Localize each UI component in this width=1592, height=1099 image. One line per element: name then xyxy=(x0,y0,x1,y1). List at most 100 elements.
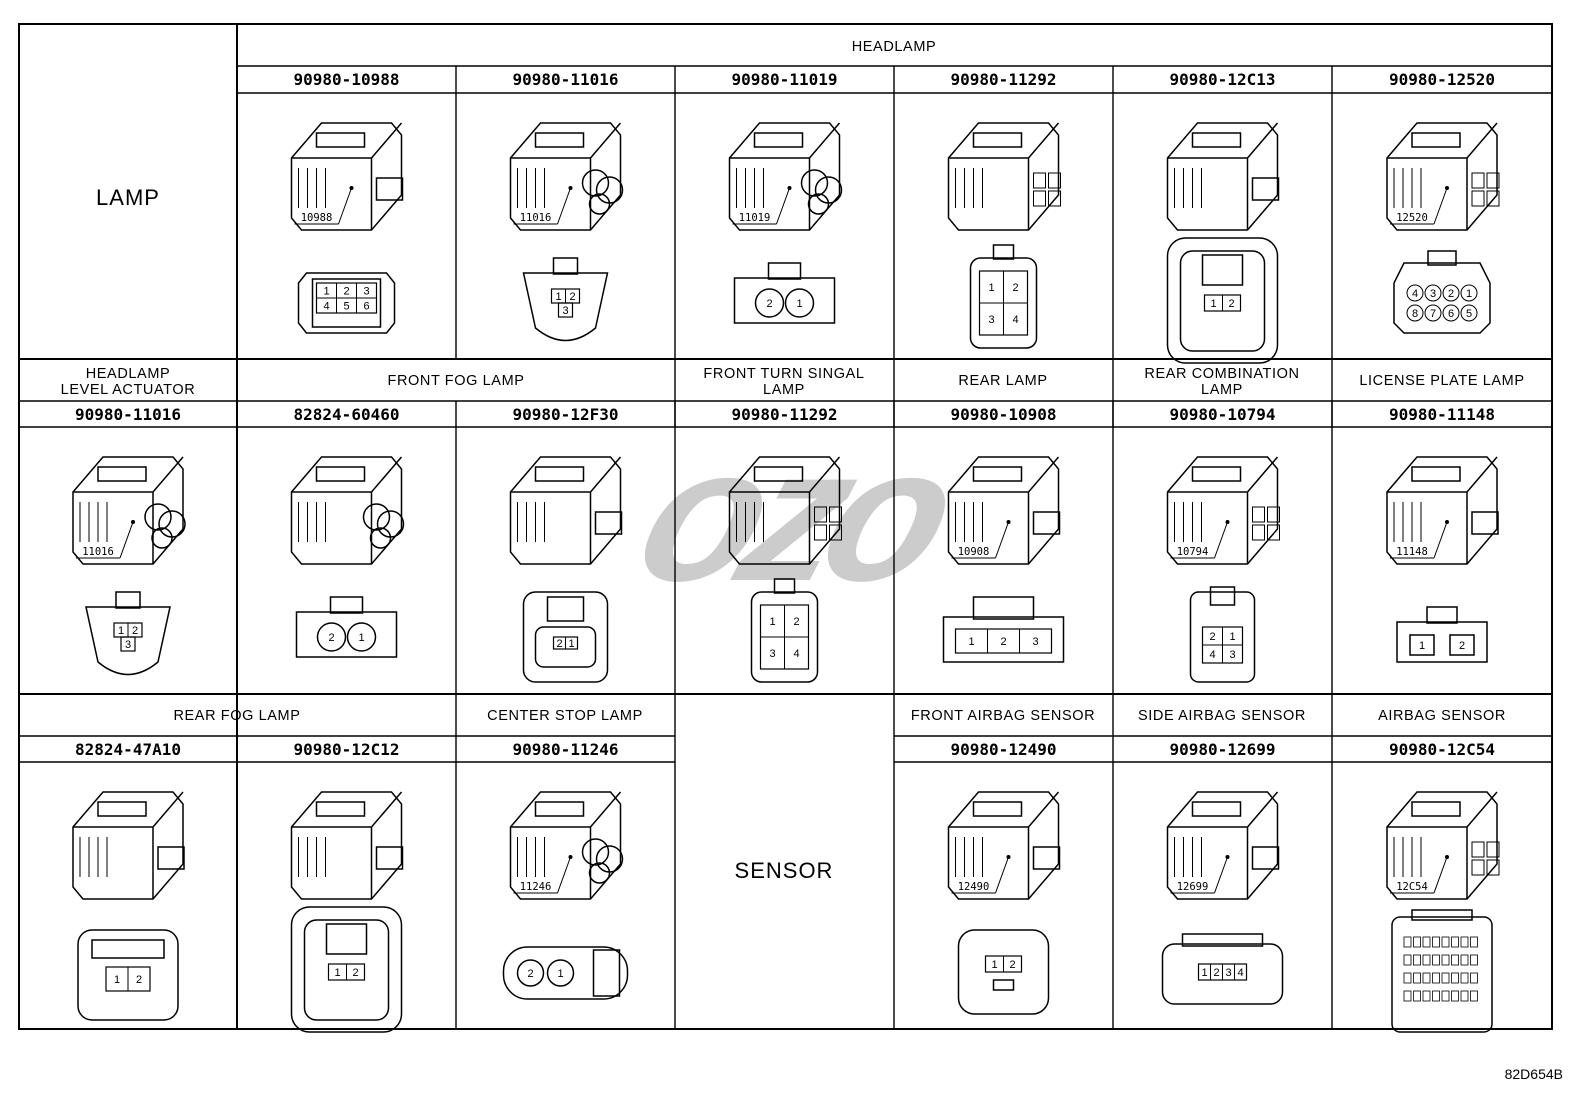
section-header: LAMP xyxy=(763,382,805,398)
connector-body xyxy=(947,456,1060,565)
face-latch xyxy=(773,578,796,594)
leader-arrow xyxy=(1445,186,1449,190)
category-label: LAMP xyxy=(96,185,160,210)
pin-cavity xyxy=(1441,936,1450,948)
pin-number: 1 xyxy=(118,625,124,637)
connector-latch xyxy=(97,801,147,817)
face-outline xyxy=(1189,591,1256,683)
part-tag-label: 11019 xyxy=(739,212,771,224)
face-outline xyxy=(290,906,403,1033)
leader-line xyxy=(557,187,571,225)
connector-cavity xyxy=(1048,172,1061,189)
pin-number: 5 xyxy=(1466,308,1472,320)
connector-latch xyxy=(315,466,366,482)
pin-cavity xyxy=(1403,954,1412,966)
pin-cavity xyxy=(1470,936,1478,948)
pin-cavity xyxy=(1442,304,1460,322)
section-header: REAR FOG LAMP xyxy=(173,708,300,724)
pin-number: 4 xyxy=(1209,649,1215,661)
connector-edge xyxy=(948,122,1060,230)
pin-cavity xyxy=(754,288,785,318)
connector-body xyxy=(947,791,1060,900)
connector-cavity xyxy=(1033,190,1046,207)
connector-edge xyxy=(948,456,1060,564)
leader-arrow xyxy=(1225,520,1230,524)
part-number: 90980-12520 xyxy=(1389,70,1495,89)
pin-number: 2 xyxy=(793,616,799,628)
pin-number: 8 xyxy=(1412,308,1418,320)
connector-3d-view xyxy=(1166,122,1280,231)
connector-edge xyxy=(510,791,622,899)
connector-3d-view xyxy=(947,791,1061,900)
pin-number: 2 xyxy=(1000,636,1006,648)
connector-cavity xyxy=(157,846,185,870)
part-number: 90980-12F30 xyxy=(513,405,619,424)
face-outline xyxy=(969,257,1038,349)
connector-3d-view xyxy=(509,791,624,900)
leader-line xyxy=(557,856,571,894)
pin-cell xyxy=(346,963,365,981)
pin-cavity xyxy=(1403,990,1412,1002)
connector-cavity xyxy=(1471,172,1485,189)
pin-cavity xyxy=(1403,972,1412,984)
connector-3d-view xyxy=(290,791,404,900)
connector-cavity xyxy=(829,524,842,541)
pin-number: 1 xyxy=(555,291,561,303)
part-number: 90980-10794 xyxy=(1170,405,1276,424)
connector-latch xyxy=(972,801,1023,817)
pin-cell xyxy=(1222,644,1243,664)
connector-3d-view xyxy=(1386,122,1500,231)
connector-body xyxy=(509,791,622,900)
part-number: 90980-11016 xyxy=(75,405,181,424)
connector-terminal xyxy=(369,527,392,549)
pin-cavity xyxy=(1432,954,1440,966)
connector-terminal xyxy=(588,193,611,215)
connector-3d-view xyxy=(290,456,405,565)
leader-line xyxy=(1214,521,1228,559)
face-outline xyxy=(502,946,629,1000)
connector-edge xyxy=(73,456,184,564)
leader-arrow xyxy=(1225,855,1230,859)
pin-cavity xyxy=(1413,954,1421,966)
face-outline xyxy=(1393,262,1491,334)
table-grid xyxy=(18,23,1553,1030)
pin-number: 3 xyxy=(1430,288,1436,300)
pin-cavity xyxy=(1422,954,1431,966)
leader-arrow xyxy=(1006,520,1011,524)
section-header: SIDE AIRBAG SENSOR xyxy=(1138,708,1306,724)
connector-terminal xyxy=(144,503,172,531)
pin-cell xyxy=(127,966,151,992)
face-outline xyxy=(85,606,171,676)
face-outline xyxy=(1161,943,1284,1005)
connector-3d-view xyxy=(290,122,404,231)
connector-latch xyxy=(972,132,1023,148)
pin-cavity xyxy=(516,959,545,987)
connector-cavity xyxy=(1267,524,1280,541)
pin-cavity xyxy=(1451,936,1459,948)
connector-edge xyxy=(291,456,403,564)
leader-line xyxy=(1214,856,1228,894)
pin-cavity xyxy=(1422,936,1431,948)
pin-cavity xyxy=(1441,972,1450,984)
connector-edge xyxy=(291,791,403,899)
pin-cavity xyxy=(1441,990,1450,1002)
pin-number: 2 xyxy=(132,625,138,637)
pin-cavity xyxy=(1460,990,1469,1002)
pin-number: 3 xyxy=(125,639,131,651)
pin-cavity xyxy=(1432,936,1440,948)
face-latch xyxy=(972,596,1035,620)
part-number: 90980-10908 xyxy=(951,405,1057,424)
